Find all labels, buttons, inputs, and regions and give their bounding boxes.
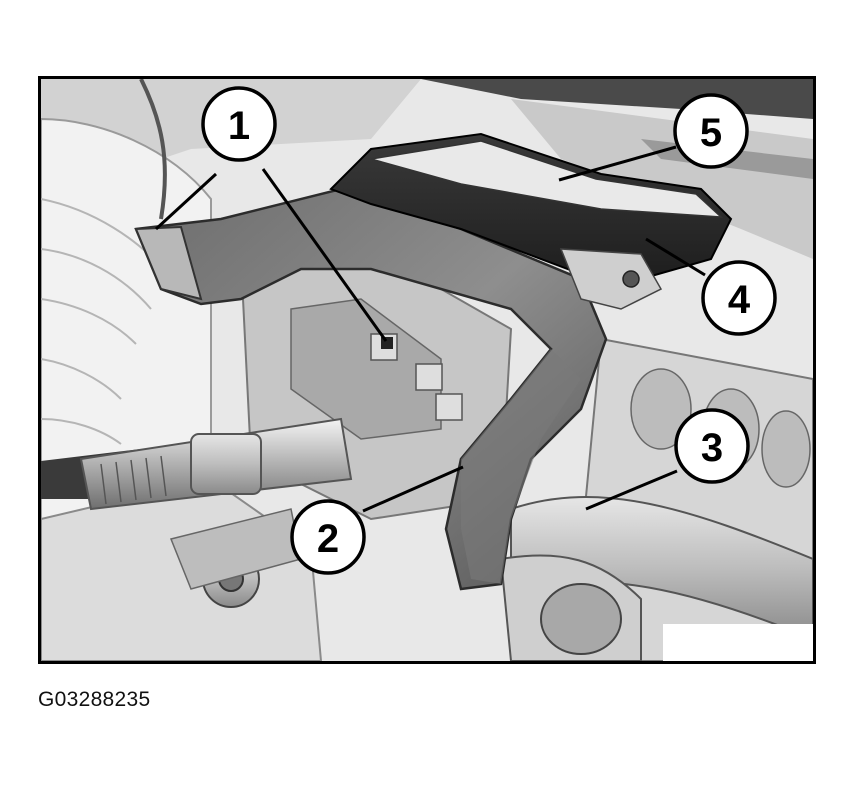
engine-bay-illustration: 1 2 3 4 5 — [38, 76, 816, 664]
svg-text:2: 2 — [317, 517, 339, 561]
svg-text:4: 4 — [728, 278, 751, 322]
engine-bay-drawing: 1 2 3 4 5 — [41, 79, 813, 661]
figure-id-caption: G03288235 — [38, 688, 151, 711]
svg-text:1: 1 — [228, 104, 250, 148]
callout-5: 5 — [673, 93, 749, 169]
callout-2: 2 — [290, 499, 366, 575]
leader-lines — [154, 145, 706, 513]
callout-1: 1 — [201, 86, 277, 162]
svg-text:5: 5 — [700, 111, 722, 155]
callout-4: 4 — [701, 260, 777, 336]
svg-text:3: 3 — [701, 426, 723, 470]
callout-3: 3 — [674, 408, 750, 484]
